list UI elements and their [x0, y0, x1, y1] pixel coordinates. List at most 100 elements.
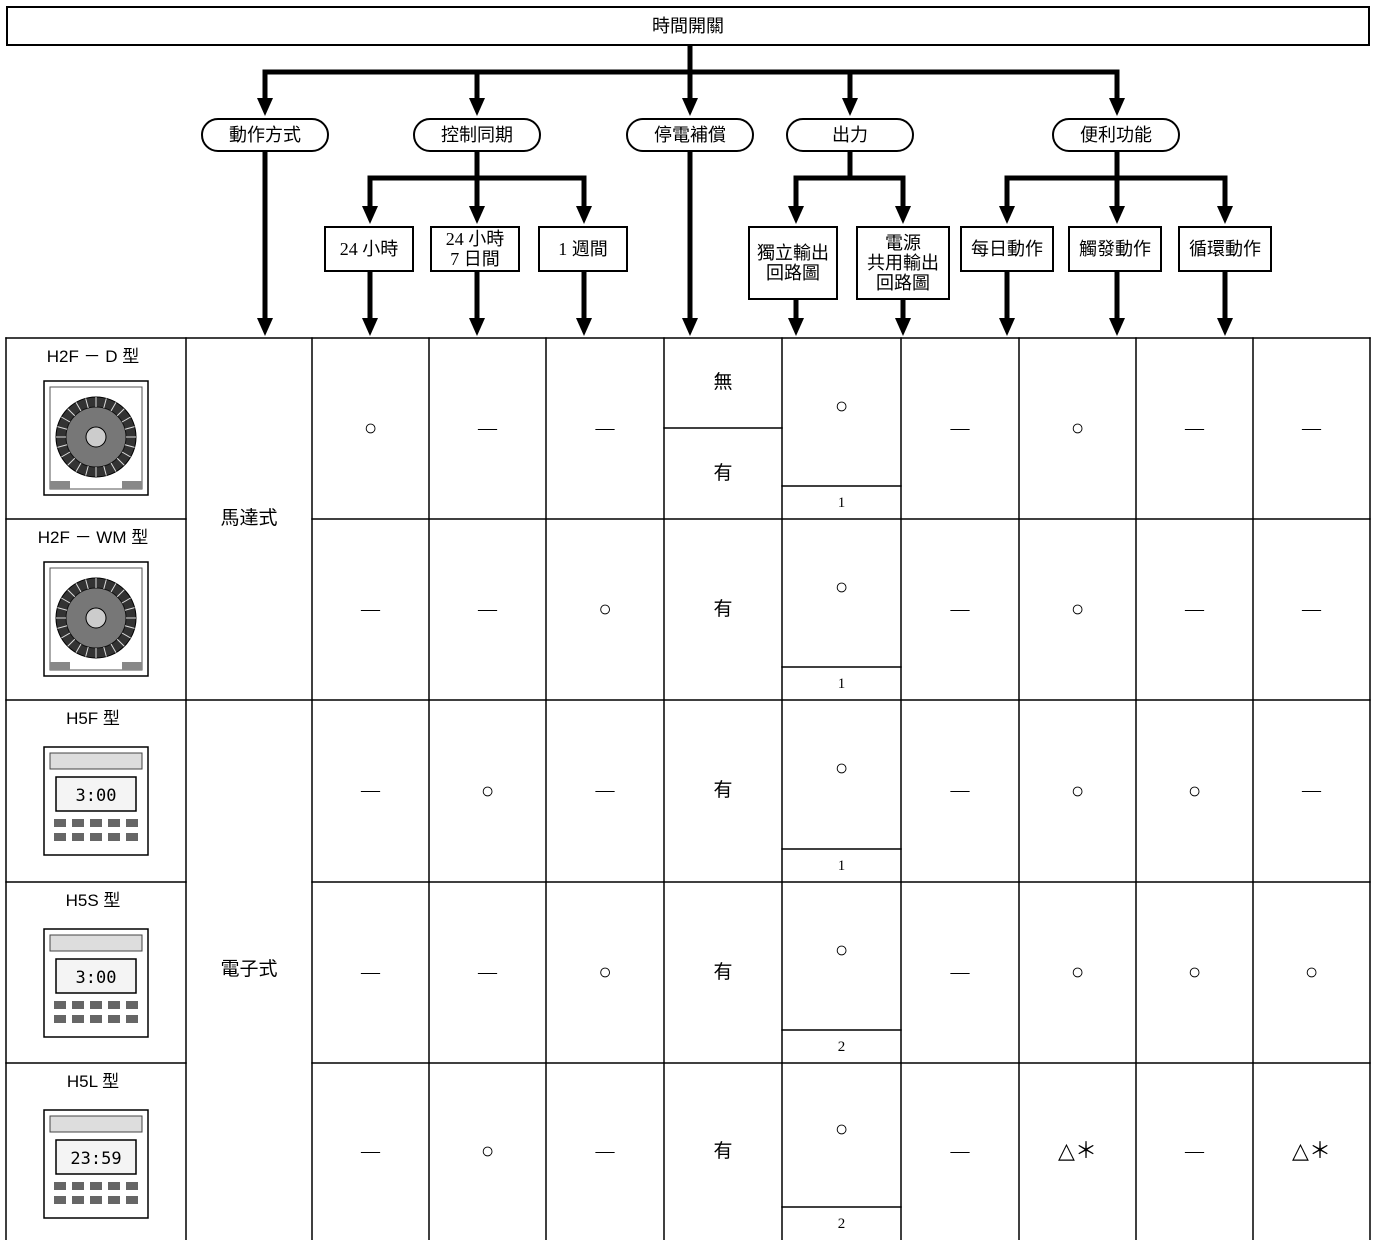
- dial-tick: [116, 589, 125, 598]
- cell-backup: 有: [713, 961, 733, 983]
- arrow-to-sync-1-head: [469, 206, 485, 224]
- device-terminal: [122, 662, 142, 670]
- dial-tick: [57, 625, 68, 629]
- cell-func-0: △＊: [1058, 1138, 1097, 1164]
- arrow-output-0-to-table-head: [788, 318, 804, 336]
- dial-tick: [67, 408, 76, 417]
- device-button: [108, 819, 120, 827]
- cell-output-shared: —: [950, 961, 970, 983]
- device-button: [72, 1196, 84, 1204]
- cell-output-shared: —: [950, 780, 970, 802]
- device-button: [72, 833, 84, 841]
- device-display: [55, 776, 137, 812]
- dial-tick: [85, 465, 89, 476]
- dial-tick: [124, 625, 135, 629]
- dial-tick: [124, 426, 135, 430]
- cell-output-count: 2: [837, 1215, 846, 1232]
- dial-tick: [67, 638, 76, 647]
- cell-backup: 有: [713, 1140, 733, 1162]
- cell-backup-0: 無: [713, 372, 733, 394]
- cell-sync-1: —: [478, 961, 497, 983]
- dial-tick: [110, 402, 117, 412]
- device-button: [72, 819, 84, 827]
- dial-tick: [67, 589, 76, 598]
- arrow-func-2-to-table-head: [1217, 318, 1233, 336]
- arrow-to-func-0-head: [999, 206, 1015, 224]
- arrow-to-func-head: [1109, 98, 1125, 116]
- cell-func-1: ○: [1187, 777, 1202, 803]
- arrow-to-output-head: [842, 98, 858, 116]
- digital-timer-icon: 3:00: [43, 746, 149, 856]
- device-button: [90, 1182, 102, 1190]
- device-display-text: 3:00: [76, 786, 117, 806]
- arrow-output-1-to-table-head: [895, 318, 911, 336]
- arrow-func-0-to-table-head: [999, 318, 1015, 336]
- cell-output-count: 1: [837, 857, 846, 874]
- dial-tick: [75, 583, 82, 593]
- dial-tick: [85, 398, 89, 409]
- cell-func-2: —: [1302, 780, 1321, 802]
- cell-func-0: ○: [1070, 596, 1085, 622]
- device-button: [108, 1182, 120, 1190]
- device-button: [54, 833, 66, 841]
- device-button: [126, 1015, 138, 1023]
- digital-timer-icon: 3:00: [43, 928, 149, 1038]
- dial-tick: [67, 457, 76, 466]
- device-terminal: [50, 481, 70, 489]
- cell-func-1: —: [1185, 1140, 1204, 1162]
- device-button: [90, 833, 102, 841]
- category-backup: 停電補償: [626, 118, 754, 152]
- dial-tick: [57, 607, 68, 611]
- dial-tick: [85, 579, 89, 590]
- device-top-panel: [49, 934, 143, 952]
- cell-output-count: 1: [837, 494, 846, 511]
- dial-tick: [61, 597, 71, 604]
- dial-tick: [121, 632, 131, 639]
- device-button: [108, 1001, 120, 1009]
- cell-sync-0: —: [361, 961, 380, 983]
- cell-backup-1: 有: [713, 462, 733, 484]
- cell-func-2: △＊: [1292, 1138, 1331, 1164]
- subcategory-sync-2: 1 週間: [538, 226, 628, 272]
- device-button: [126, 1196, 138, 1204]
- dial-tick: [103, 465, 107, 476]
- category-action: 動作方式: [201, 118, 329, 152]
- category-func: 便利功能: [1052, 118, 1180, 152]
- device-button: [108, 833, 120, 841]
- cell-output-independent: ○: [834, 936, 849, 962]
- dial-tick: [75, 462, 82, 472]
- device-button: [90, 1196, 102, 1204]
- dial-timer-icon: [43, 561, 149, 677]
- device-button: [72, 1001, 84, 1009]
- device-button: [54, 819, 66, 827]
- product-model: H5S 型: [65, 891, 121, 910]
- dial-tick: [110, 643, 117, 653]
- dial-tick: [75, 402, 82, 412]
- arrow-to-sync-0-head: [362, 206, 378, 224]
- arrow-to-output-0-head: [788, 206, 804, 224]
- cell-output-independent: ○: [834, 1115, 849, 1141]
- cell-func-1: ○: [1187, 959, 1202, 985]
- subcategory-output-0: 獨立輸出 回路圖: [748, 226, 838, 300]
- device-button: [90, 1015, 102, 1023]
- arrow-to-action-head: [257, 98, 273, 116]
- dial-timer-icon: [43, 380, 149, 496]
- device-button: [90, 1001, 102, 1009]
- diagram-title: 時間開關: [6, 6, 1370, 46]
- arrow-sync-1-to-table-head: [469, 318, 485, 336]
- cell-sync-0: —: [361, 780, 380, 802]
- device-button: [108, 1196, 120, 1204]
- cell-sync-1: —: [478, 417, 497, 439]
- cell-func-2: ○: [1304, 959, 1319, 985]
- category-output: 出力: [786, 118, 914, 152]
- cell-sync-2: ○: [598, 959, 612, 985]
- product-model: H2F － D 型: [46, 347, 140, 366]
- cell-sync-0: —: [361, 598, 380, 620]
- arrow-backup-to-table-head: [682, 318, 698, 336]
- cell-output-shared: —: [950, 1140, 970, 1162]
- dial-tick: [121, 597, 131, 604]
- cell-output-count: 2: [837, 1038, 846, 1055]
- action-type-electronic: 電子式: [220, 959, 278, 981]
- device-display-text: 23:59: [70, 1149, 121, 1169]
- dial-tick: [121, 416, 131, 423]
